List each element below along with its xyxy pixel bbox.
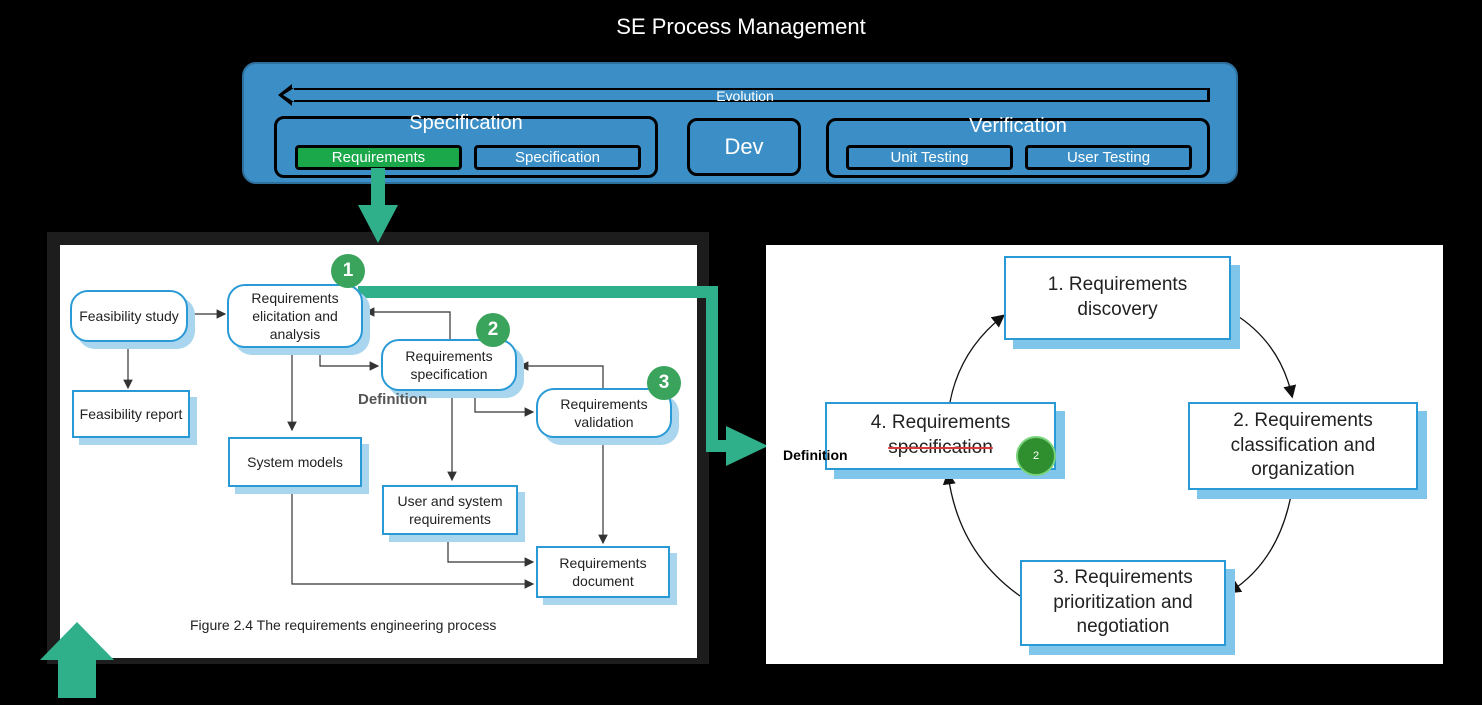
requirements-elicitation-node: Requirements elicitation and analysis	[227, 284, 363, 348]
specification-group: Specification	[274, 112, 658, 178]
unit-testing-phase-button[interactable]: Unit Testing	[846, 145, 1013, 170]
definition-label-left: Definition	[358, 391, 428, 408]
step-badge-2: 2	[476, 313, 510, 347]
spec-cycle-struck: specification	[888, 437, 993, 458]
user-system-requirements-node: User and system requirements	[382, 485, 518, 535]
requirements-specification-struck: specification	[410, 366, 488, 382]
requirements-phase-button[interactable]: Requirements	[295, 145, 462, 170]
definition-label-right: Definition	[783, 447, 848, 463]
requirements-document-node: Requirements document	[536, 546, 670, 598]
step-badge-3: 3	[647, 366, 681, 400]
feasibility-study-node: Feasibility study	[70, 290, 188, 342]
requirements-validation-node: Requirements validation	[536, 388, 672, 438]
specification-group-title: Specification	[409, 112, 523, 134]
feasibility-report-node: Feasibility report	[72, 390, 190, 438]
verification-group-title: Verification	[969, 115, 1067, 137]
evolution-label: Evolution	[716, 88, 774, 104]
figure-caption: Figure 2.4 The requirements engineering …	[190, 617, 497, 633]
requirements-specification-node: Requirements specification	[381, 339, 517, 391]
step-badge-right: 2	[1016, 436, 1056, 476]
dev-phase-button[interactable]: Dev	[687, 118, 801, 176]
verification-group: Verification	[826, 115, 1210, 178]
spec-cycle-label: 4. Requirements	[870, 412, 1011, 434]
requirements-prioritization-node: 3. Requirements prioritization and negot…	[1020, 560, 1226, 646]
evolution-arrow	[278, 84, 1210, 106]
user-testing-phase-button[interactable]: User Testing	[1025, 145, 1192, 170]
requirements-specification-label: Requirements	[405, 347, 493, 364]
step-badge-1: 1	[331, 254, 365, 288]
specification-phase-button[interactable]: Specification	[474, 145, 641, 170]
slide-title: SE Process Management	[616, 14, 866, 39]
requirements-discovery-node: 1. Requirements discovery	[1004, 256, 1231, 340]
requirements-classification-node: 2. Requirements classification and organ…	[1188, 402, 1418, 490]
system-models-node: System models	[228, 437, 362, 487]
